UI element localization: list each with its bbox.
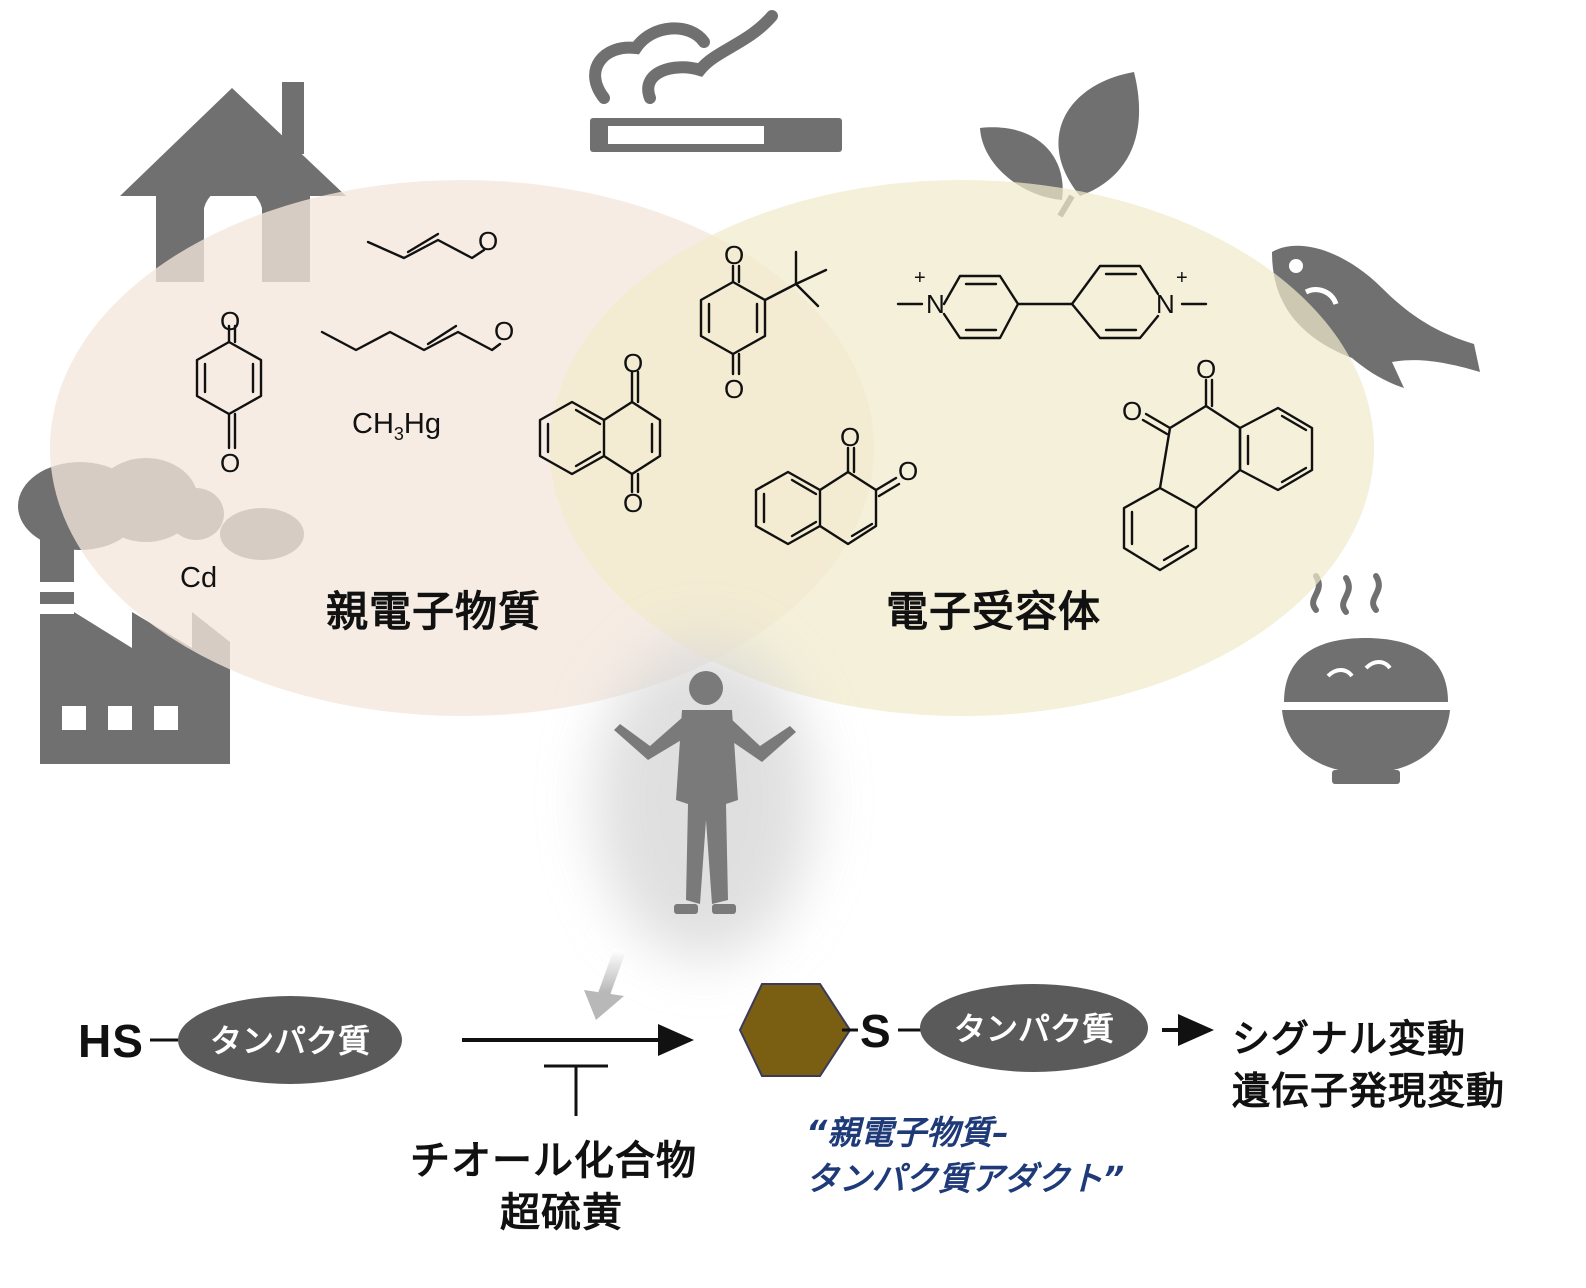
adduct-label-line1: “親電子物質– (806, 1113, 1009, 1152)
persulfide-label: 超硫黄 (500, 1190, 623, 1236)
gene-expression-label: 遺伝子発現変動 (1232, 1069, 1506, 1113)
hs-label: HS (78, 1015, 144, 1067)
rice-bowl-icon (1282, 573, 1450, 784)
atom-o: O (220, 448, 240, 478)
protein-pill: タンパク質 (150, 996, 402, 1084)
atom-o: O (623, 488, 643, 518)
protein-label: タンパク質 (954, 1010, 1114, 1048)
atom-o: O (724, 240, 744, 270)
atom-n: N (1156, 289, 1175, 319)
adduct-label-line2: タンパク質アダクト” (806, 1159, 1125, 1198)
atom-o: O (840, 422, 860, 452)
electrophile-label: 親電子物質 (326, 587, 542, 636)
protein-pill-adduct: タンパク質 (920, 984, 1148, 1072)
atom-plus: + (1176, 267, 1188, 289)
atom-o: O (220, 306, 240, 336)
atom-o: O (724, 374, 744, 404)
phenanthrenequinone-structure (1122, 378, 1314, 572)
crotonaldehyde-structure (366, 232, 486, 260)
naphthoquinone-structure (538, 370, 662, 494)
thiol-compound-label: チオール化合物 (410, 1138, 697, 1184)
tert-butyl-benzoquinone-structure (699, 250, 828, 376)
atom-o: O (494, 316, 514, 346)
atom-o: O (1122, 396, 1142, 426)
methylmercury-label: CH3Hg (352, 408, 441, 444)
atom-o: O (623, 348, 643, 378)
cadmium-label: Cd (180, 562, 218, 594)
electron-acceptor-label: 電子受容体 (886, 587, 1102, 636)
signal-change-label: シグナル変動 (1232, 1017, 1467, 1061)
protein-label: タンパク質 (210, 1022, 370, 1060)
atom-o: O (478, 226, 498, 256)
exposure-arrow (584, 947, 626, 1020)
atom-o: O (898, 456, 918, 486)
electrophile-hexagon (738, 983, 852, 1077)
paraquat-structure (896, 264, 1208, 340)
inhibition-bar (544, 1064, 608, 1116)
hexenal-structure (320, 324, 502, 352)
cigarette-icon (589, 10, 842, 152)
atom-n: N (926, 289, 945, 319)
person-shrugging-icon (594, 640, 814, 960)
fish-icon (1272, 245, 1480, 388)
s-label: S (860, 1005, 892, 1057)
benzoquinone-structure (195, 324, 263, 450)
ortho-naphthoquinone-structure (754, 446, 901, 546)
atom-plus: + (914, 267, 926, 289)
atom-o: O (1196, 354, 1216, 384)
